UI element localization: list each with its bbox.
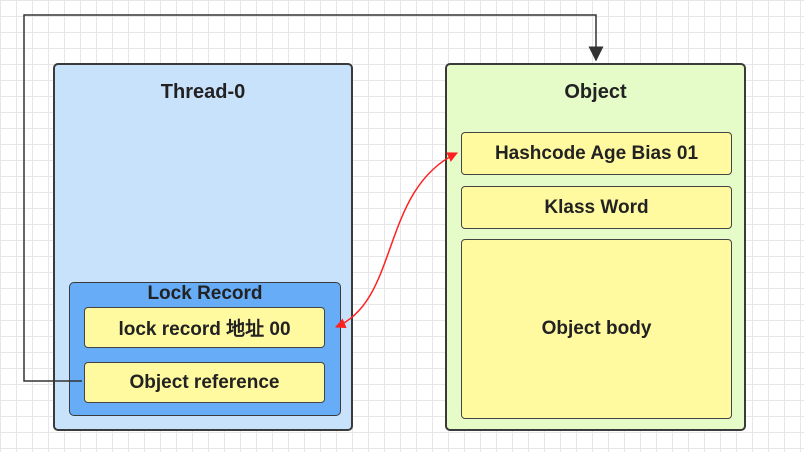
object-body-cell: Object body	[461, 239, 732, 419]
cas-swap-arrow	[335, 152, 458, 329]
object-reference-cell: Object reference	[84, 362, 325, 403]
mark-word-cell: Hashcode Age Bias 01	[461, 132, 732, 175]
object-box: Object Hashcode Age Bias 01 Klass Word O…	[445, 63, 746, 431]
thread-title: Thread-0	[160, 81, 246, 103]
lock-record-box: Lock Record lock record 地址 00 Object ref…	[69, 282, 341, 416]
lock-record-title: Lock Record	[147, 283, 263, 304]
lock-record-address-cell: lock record 地址 00	[84, 307, 325, 348]
object-title: Object	[564, 81, 627, 103]
thread-box: Thread-0 Lock Record lock record 地址 00 O…	[53, 63, 353, 431]
klass-word-cell: Klass Word	[461, 186, 732, 229]
